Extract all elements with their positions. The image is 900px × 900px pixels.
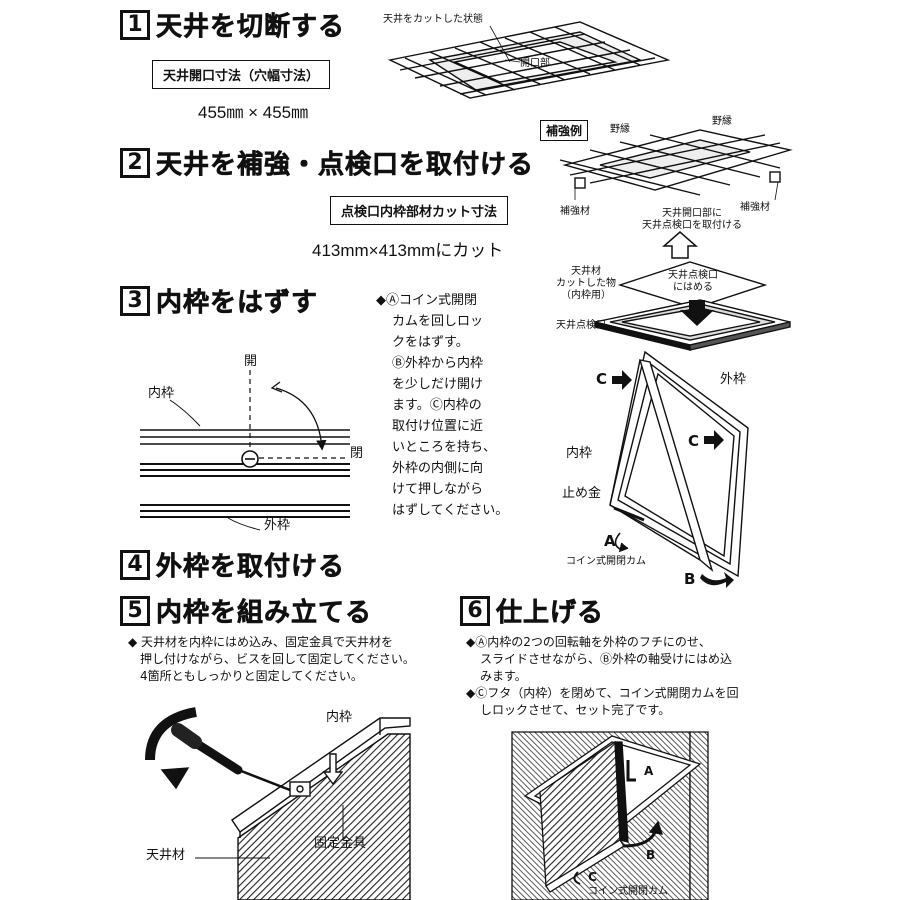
cut-state-callout: 天井をカットした状態	[383, 14, 483, 26]
step-6-title: 仕上げる	[496, 592, 604, 629]
step-3-title: 内枠をはずす	[156, 282, 318, 319]
ceiling-piece-note: 天井材 カットした物 （内枠用）	[556, 266, 616, 302]
opening-callout: 開口部	[520, 58, 550, 70]
frame-a-label: A	[604, 532, 616, 550]
step-2-heading: 2 天井を補強・点検口を取付ける	[120, 144, 534, 181]
note-line: スライドさせながら、Ⓑ外枠の軸受けにはめ込	[466, 651, 739, 668]
step-3-number: 3	[120, 286, 150, 316]
mount-note-line-1: 天井開口部に	[662, 208, 722, 219]
step-1-heading: 1 天井を切断する	[120, 6, 345, 43]
frame-c1-label: C	[596, 370, 607, 388]
step-4-title: 外枠を取付ける	[156, 546, 345, 583]
instruction-line: カムを回しロッ	[376, 311, 508, 332]
step-1-number: 1	[120, 10, 150, 40]
step-6-b-label: B	[646, 848, 655, 862]
noen-left-label: 野縁	[610, 124, 630, 136]
note-line: ◆Ⓐ内枠の2つの回転軸を外枠のフチにのせ、	[466, 634, 739, 651]
note-line: 4箇所ともしっかりと固定してください。	[128, 668, 415, 685]
step-4-number: 4	[120, 550, 150, 580]
note-line: ◆Ⓒフタ（内枠）を閉めて、コイン式開閉カムを回	[466, 685, 739, 702]
cut-size-label: 点検口内枠部材カット寸法	[330, 196, 508, 225]
instruction-line: 取付け位置に近	[376, 416, 508, 437]
step-5-notes: ◆ 天井材を内枠にはめ込み、固定金具で天井材を 押し付けながら、ビスを回して固定…	[128, 634, 415, 685]
instruction-line: いところを持ち、	[376, 437, 508, 458]
frame-c2-label: C	[688, 432, 699, 450]
fastening-drawing	[150, 712, 410, 900]
step-5-inner-label: 内枠	[326, 712, 352, 724]
reinforce-example-badge: 補強例	[540, 120, 588, 141]
step-6-notes: ◆Ⓐ内枠の2つの回転軸を外枠のフチにのせ、 スライドさせながら、Ⓑ外枠の軸受けに…	[466, 634, 739, 719]
note-line: しロックさせて、セット完了です。	[466, 702, 739, 719]
step-5-heading: 5 内枠を組み立てる	[120, 592, 372, 629]
frame-outer-label: 外枠	[720, 374, 746, 386]
instruction-line: はずしてください。	[376, 500, 508, 521]
frame-inner-label: 内枠	[566, 448, 592, 460]
inner-frame-label: 内枠	[148, 388, 174, 400]
note-line: 押し付けながら、ビスを回して固定してください。	[128, 651, 415, 668]
ceiling-piece-line-3: （内枠用）	[561, 290, 611, 301]
mount-note: 天井開口部に 天井点検口を取付ける	[642, 208, 742, 232]
arrow-b-icon	[700, 572, 734, 588]
step-6-cam-label: コイン式開閉カム	[588, 886, 668, 898]
frame-b-label: B	[684, 570, 695, 588]
finishing-drawing	[512, 732, 708, 900]
outer-frame-label: 外枠	[264, 520, 290, 532]
ceiling-piece-line-2: カットした物	[556, 278, 616, 289]
instruction-line: けて押しながら	[376, 479, 508, 500]
instruction-line: クをはずす。	[376, 332, 508, 353]
ceiling-piece-line-1: 天井材	[571, 266, 601, 277]
step-2-number: 2	[120, 148, 150, 178]
fit-note-line-1: 天井点検口	[668, 270, 718, 281]
note-line: みます。	[466, 668, 739, 685]
frame-cam-label: コイン式開閉カム	[566, 556, 646, 568]
note-line: ◆ 天井材を内枠にはめ込み、固定金具で天井材を	[128, 634, 415, 651]
opening-size-label: 天井開口寸法（穴幅寸法）	[152, 60, 330, 89]
step-5-bracket-label: 固定金具	[314, 838, 366, 850]
step-5-ceiling-label: 天井材	[146, 850, 185, 862]
noen-right-label: 野縁	[712, 116, 732, 128]
step-1-title: 天井を切断する	[156, 6, 345, 43]
fit-note: 天井点検口 にはめる	[668, 270, 718, 294]
instruction-line: ◆Ⓐコイン式開閉	[376, 290, 508, 311]
instruction-line: ます。Ⓒ内枠の	[376, 395, 508, 416]
cut-size-value: 413mm×413mmにカット	[312, 236, 503, 261]
step-4-heading: 4 外枠を取付ける	[120, 546, 345, 583]
open-label: 開	[244, 356, 257, 368]
step-2-title: 天井を補強・点検口を取付ける	[156, 144, 534, 181]
step-5-title: 内枠を組み立てる	[156, 592, 372, 629]
instruction-line: 外枠の内側に向	[376, 458, 508, 479]
hokyo-left-label: 補強材	[560, 206, 590, 218]
mount-note-line-2: 天井点検口を取付ける	[642, 220, 742, 231]
step-6-c-label: C	[588, 870, 597, 884]
instruction-line: を少しだけ開け	[376, 374, 508, 395]
frame-stopper-label: 止め金	[562, 488, 601, 500]
up-arrow-icon	[664, 232, 696, 258]
instruction-line: Ⓑ外枠から内枠	[376, 353, 508, 374]
hokyo-right-label: 補強材	[740, 202, 770, 214]
step-6-number: 6	[460, 596, 490, 626]
fit-note-line-2: にはめる	[673, 282, 713, 293]
panel-label: 天井点検口	[556, 320, 606, 332]
opening-size-value: 455㎜ × 455㎜	[198, 98, 308, 123]
step-3-heading: 3 内枠をはずす	[120, 282, 318, 319]
step-5-number: 5	[120, 596, 150, 626]
close-label: 閉	[350, 448, 363, 460]
arrow-c1-icon	[612, 370, 632, 390]
step-6-heading: 6 仕上げる	[460, 592, 604, 629]
step-3-instructions: ◆Ⓐコイン式開閉 カムを回しロッ クをはずす。 Ⓑ外枠から内枠 を少しだけ開け …	[376, 290, 508, 521]
reinforcement-drawing	[560, 130, 790, 200]
step-6-a-label: A	[644, 764, 653, 778]
